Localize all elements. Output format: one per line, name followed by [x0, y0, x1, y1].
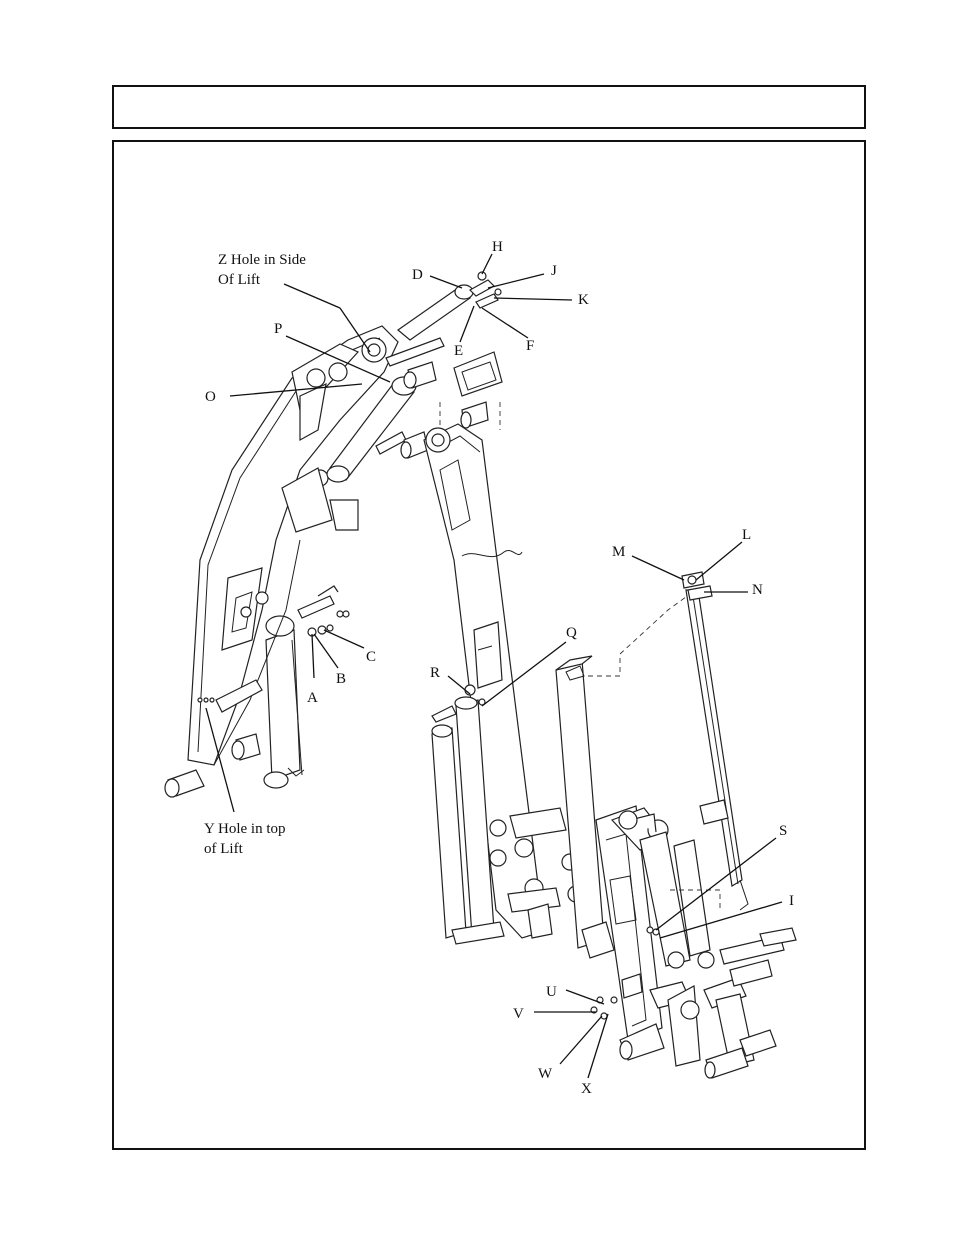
label-p: P [274, 321, 282, 337]
label-f: F [526, 338, 534, 354]
leader-lines [205, 253, 783, 1079]
label-r: R [430, 665, 440, 681]
lower-right-mount [581, 799, 797, 1079]
left-lift-arm [164, 325, 417, 798]
label-o: O [205, 389, 216, 405]
label-u: U [546, 984, 557, 1000]
label-c: C [366, 649, 376, 665]
label-n: N [752, 582, 763, 598]
header-box [112, 85, 866, 129]
label-h: H [492, 239, 503, 255]
label-a: A [307, 690, 318, 706]
label-i: I [789, 893, 794, 909]
label-k: K [578, 292, 589, 308]
label-y-line1: Y Hole in top [204, 821, 286, 837]
center-lift-arm [423, 423, 585, 939]
top-cylinder-group [375, 271, 503, 460]
label-x: X [581, 1081, 592, 1097]
label-v: V [513, 1006, 524, 1022]
label-e: E [454, 343, 463, 359]
label-j: J [551, 263, 557, 279]
label-b: B [336, 671, 346, 687]
diagram-frame [112, 140, 866, 1150]
label-z-line1: Z Hole in Side [218, 252, 306, 268]
label-q: Q [566, 625, 577, 641]
callout-labels: Z Hole in Side Of Lift H D J K P F E O L… [204, 239, 794, 1097]
right-rod [681, 571, 743, 887]
label-d: D [412, 267, 423, 283]
center-cylinders [431, 684, 507, 945]
label-m: M [612, 544, 625, 560]
label-w: W [538, 1066, 553, 1082]
label-z-line2: Of Lift [218, 272, 261, 288]
label-l: L [742, 527, 751, 543]
label-s: S [779, 823, 787, 839]
label-y-line2: of Lift [204, 841, 244, 857]
